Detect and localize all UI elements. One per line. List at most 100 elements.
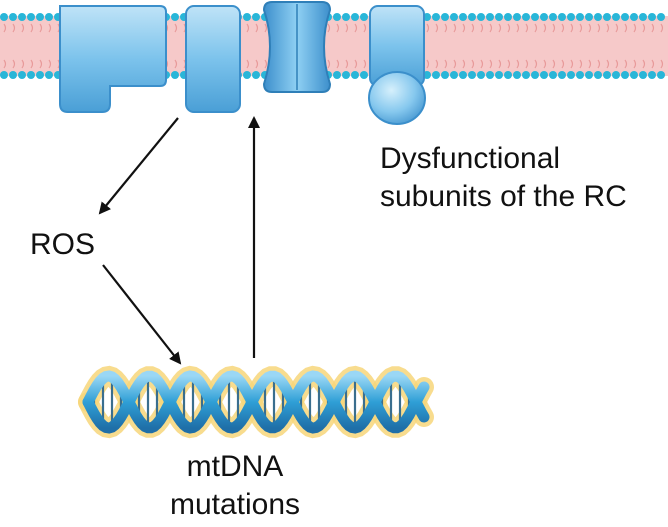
lipid-head	[468, 13, 476, 21]
lipid-head	[9, 71, 17, 79]
lipid-tail	[534, 23, 538, 33]
lipid-head	[639, 71, 647, 79]
lipid-tail	[498, 23, 502, 33]
lipid-head	[351, 71, 359, 79]
lipid-head	[504, 71, 512, 79]
lipid-head	[549, 13, 557, 21]
lipid-head	[522, 13, 530, 21]
lipid-tail	[552, 23, 556, 33]
lipid-head	[0, 71, 8, 79]
mtdna-label: mtDNA mutations	[160, 448, 310, 524]
lipid-head	[441, 13, 449, 21]
lipid-head	[18, 13, 26, 21]
lipid-tail	[660, 23, 664, 33]
lipid-head	[630, 71, 638, 79]
lipid-tail	[489, 59, 493, 69]
lipid-head	[657, 71, 665, 79]
lipid-tail	[525, 23, 529, 33]
lipid-tail	[651, 59, 655, 69]
lipid-head	[45, 13, 53, 21]
lipid-head	[576, 13, 584, 21]
lipid-head	[243, 13, 251, 21]
lipid-head	[486, 13, 494, 21]
lipid-head	[612, 13, 620, 21]
lipid-head	[531, 13, 539, 21]
lipid-tail	[453, 59, 457, 69]
lipid-head	[531, 71, 539, 79]
lipid-tail	[435, 23, 439, 33]
lipid-head	[351, 13, 359, 21]
lipid-tail	[327, 59, 331, 69]
lipid-head	[441, 71, 449, 79]
lipid-tail	[255, 23, 259, 33]
lipid-tail	[255, 59, 259, 69]
lipid-tail	[30, 23, 34, 33]
lipid-tail	[3, 59, 7, 69]
lipid-head	[450, 13, 458, 21]
lipid-tail	[543, 59, 547, 69]
ros-label: ROS	[30, 228, 96, 261]
lipid-head	[567, 71, 575, 79]
lipid-head	[504, 13, 512, 21]
lipid-tail	[354, 59, 358, 69]
complex-iii-matrix-domain	[368, 71, 426, 125]
lipid-tail	[651, 23, 655, 33]
lipid-head	[27, 71, 35, 79]
lipid-tail	[543, 23, 547, 33]
lipid-head	[639, 13, 647, 21]
lipid-tail	[624, 23, 628, 33]
rc-label-line-1: Dysfunctional	[380, 142, 561, 175]
lipid-tail	[462, 23, 466, 33]
lipid-tail	[588, 23, 592, 33]
mtdna-label-line-1: mtDNA	[186, 450, 284, 483]
lipid-head	[603, 13, 611, 21]
lipid-head	[630, 13, 638, 21]
lipid-tail	[606, 59, 610, 69]
lipid-head	[648, 71, 656, 79]
lipid-tail	[507, 23, 511, 33]
lipid-tail	[633, 23, 637, 33]
lipid-head	[477, 13, 485, 21]
lipid-head	[621, 13, 629, 21]
lipid-tail	[480, 23, 484, 33]
lipid-tail	[12, 59, 16, 69]
lipid-head	[540, 13, 548, 21]
lipid-head	[558, 71, 566, 79]
lipid-tail	[39, 23, 43, 33]
lipid-head	[342, 71, 350, 79]
lipid-tail	[264, 59, 268, 69]
lipid-tail	[516, 59, 520, 69]
lipid-tail	[462, 59, 466, 69]
lipid-tail	[21, 23, 25, 33]
complex-i-protein	[59, 5, 167, 113]
arrows	[98, 116, 260, 365]
lipid-tail	[354, 23, 358, 33]
lipid-tail	[264, 23, 268, 33]
lipid-head	[486, 71, 494, 79]
lipid-tail	[435, 59, 439, 69]
lipid-tail	[579, 23, 583, 33]
lipid-tail	[336, 23, 340, 33]
lipid-tail	[516, 23, 520, 33]
lipid-tail	[48, 59, 52, 69]
lipid-tail	[570, 59, 574, 69]
lipid-tail	[642, 23, 646, 33]
lipid-head	[648, 13, 656, 21]
lipid-tail	[174, 59, 178, 69]
mtdna-label-line-2: mutations	[169, 488, 301, 521]
lipid-tail	[12, 23, 16, 33]
lipid-head	[621, 71, 629, 79]
lipid-tail	[561, 59, 565, 69]
lipid-head	[459, 71, 467, 79]
lipid-tail	[345, 23, 349, 33]
lipid-head	[432, 13, 440, 21]
lipid-head	[36, 13, 44, 21]
lipid-head	[522, 71, 530, 79]
lipid-head	[171, 71, 179, 79]
lipid-tail	[579, 59, 583, 69]
lipid-tail	[606, 23, 610, 33]
lipid-head	[171, 13, 179, 21]
lipid-head	[612, 71, 620, 79]
lipid-tail	[336, 59, 340, 69]
lipid-head	[558, 13, 566, 21]
